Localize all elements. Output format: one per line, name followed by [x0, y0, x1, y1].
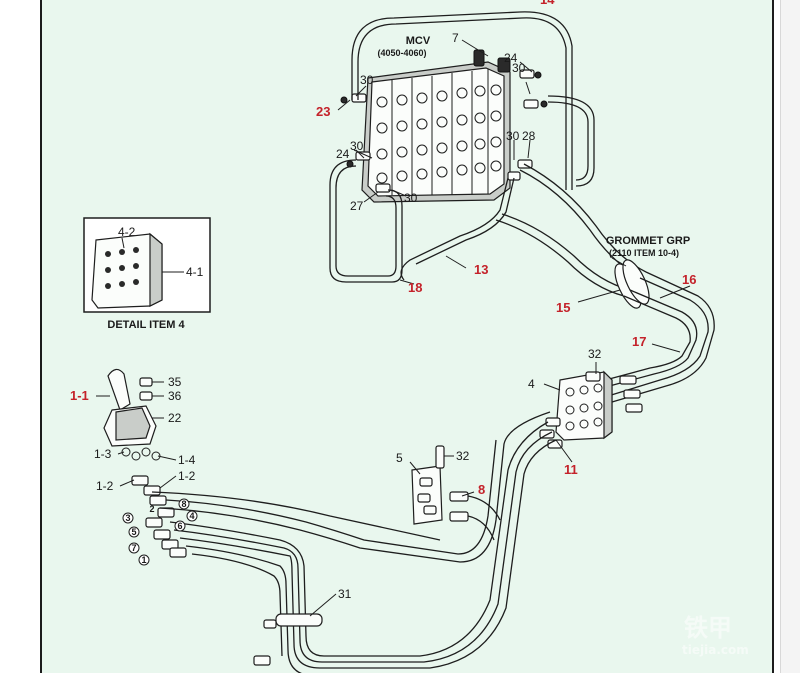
port-3: 3: [125, 513, 130, 523]
detail-label-4-2: 4-2: [118, 225, 136, 239]
callout-22: 22: [168, 411, 182, 425]
callout-32-a: 32: [588, 347, 602, 361]
callout-1-1: 1-1: [70, 388, 89, 403]
joystick-1-1: [103, 368, 161, 461]
grommet: [614, 259, 650, 309]
callout-18: 18: [408, 280, 422, 295]
grommet-hoses: [597, 271, 715, 403]
detail-label-4-1: 4-1: [186, 265, 204, 279]
mcv-fittings: [340, 69, 548, 193]
detail-caption: DETAIL ITEM 4: [107, 319, 185, 331]
port-6: 6: [177, 521, 182, 531]
port-1: 1: [141, 555, 146, 565]
grommet-title: GROMMET GRP: [606, 235, 690, 247]
callout-16: 16: [682, 272, 696, 287]
callout-5: 5: [396, 451, 403, 465]
callout-28: 28: [522, 129, 536, 143]
callout-30-a: 30: [360, 73, 374, 87]
callout-11: 11: [564, 462, 578, 477]
callout-27: 27: [350, 199, 364, 213]
callout-15: 15: [556, 300, 570, 315]
callout-30-c: 30: [506, 129, 520, 143]
callout-7: 7: [452, 31, 459, 45]
callout-30-b: 30: [512, 61, 526, 75]
callout-1-2-a: 1-2: [96, 479, 114, 493]
port-markers: [122, 498, 198, 566]
callout-24-a: 24: [504, 51, 518, 65]
callout-8: 8: [478, 482, 485, 497]
callout-1-3: 1-3: [94, 447, 112, 461]
bracket-5: [411, 445, 501, 541]
bottom-fitting: [253, 655, 271, 666]
watermark-logo: 铁甲: [684, 614, 732, 642]
port-8: 8: [181, 499, 186, 509]
port-numbers: 3 5 7 1 8 4 6 2: [125, 499, 194, 565]
mcv-valve-block: [361, 49, 511, 203]
callout-30-d: 30: [350, 139, 364, 153]
callout-32-b: 32: [456, 449, 470, 463]
mcv-subtitle: (4050-4060): [377, 48, 426, 58]
callout-35: 35: [168, 375, 182, 389]
callout-13: 13: [474, 262, 488, 277]
port-2: 2: [149, 504, 154, 514]
callout-1-4: 1-4: [178, 453, 196, 467]
clamp-31: [263, 613, 323, 629]
manifold-block-4: [539, 370, 643, 449]
port-5: 5: [131, 527, 136, 537]
leader-lines: [96, 39, 691, 617]
mcv-title: MCV: [406, 35, 431, 47]
main-hose-bundle: [151, 411, 557, 673]
callout-36: 36: [168, 389, 182, 403]
callout-24-b: 24: [336, 147, 350, 161]
watermark-url: tiejia.com: [682, 643, 749, 657]
grommet-subtitle: (2110 ITEM 10-4): [609, 248, 679, 258]
callout-4: 4: [528, 377, 535, 391]
page-edge-strip: [780, 0, 800, 673]
port-7: 7: [131, 543, 136, 553]
detail-item-4: [83, 217, 211, 313]
callout-1-2-b: 1-2: [178, 469, 196, 483]
callout-17: 17: [632, 334, 646, 349]
callout-14: 14: [540, 0, 555, 7]
callout-31: 31: [338, 587, 352, 601]
callout-30-e: 30: [404, 191, 418, 205]
port-4: 4: [189, 511, 194, 521]
callout-labels: 7 14 23 30 30 30 30 30 24 24 28 27 13 18…: [70, 0, 696, 601]
callout-23: 23: [316, 104, 330, 119]
joystick-ports: [131, 475, 187, 558]
